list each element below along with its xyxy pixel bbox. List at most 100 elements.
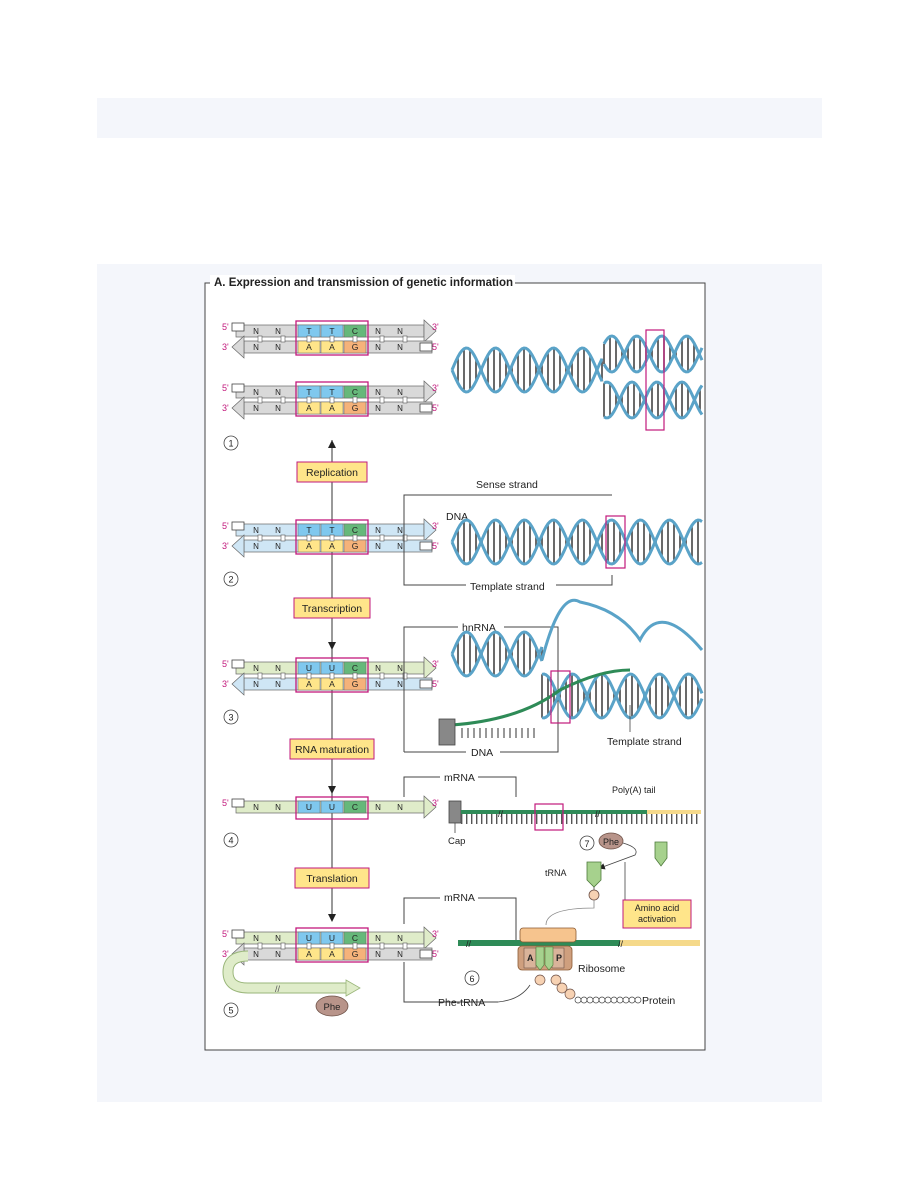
bottom-arrowhead <box>231 335 245 359</box>
base-pair-bar <box>257 942 263 950</box>
end-3-label: 3' <box>432 659 439 669</box>
helix-strand <box>450 630 544 678</box>
base-pair-bar <box>329 942 335 950</box>
base-bottom: A <box>306 403 312 413</box>
mrna-break-2: // <box>595 809 601 819</box>
end-5-label: 5' <box>432 541 439 551</box>
base-pair-bar <box>402 396 408 404</box>
mrna-2-label: mRNA <box>444 892 475 904</box>
step-rna-maturation: RNA maturation <box>289 738 375 760</box>
codon-top-cell <box>297 800 321 814</box>
hnrna-bracket <box>403 626 559 753</box>
base-n: N <box>253 404 259 413</box>
base-pair-bar <box>280 335 286 343</box>
top-arrowhead <box>423 380 437 404</box>
base-pair-bar <box>306 396 312 404</box>
codon-top-cell <box>343 800 367 814</box>
step-label: Transcription <box>302 603 362 615</box>
protein-residue <box>574 996 582 1004</box>
step-replication: Replication <box>296 461 368 483</box>
translation-loop-fill <box>223 951 348 993</box>
bottom-end-cap <box>419 949 433 959</box>
number-7: 7 <box>584 839 589 849</box>
protein-residue <box>628 996 636 1004</box>
base-top: U <box>329 933 335 943</box>
maturation-helix <box>450 598 704 738</box>
helix-strand <box>450 518 703 566</box>
base-pair-bar <box>352 942 358 950</box>
mrna-bases <box>461 814 647 824</box>
hnrna-strand <box>451 668 631 727</box>
base-n: N <box>397 343 403 352</box>
end-3-label: 3' <box>222 679 229 689</box>
base-pair-bar <box>280 396 286 404</box>
base-pair-bar <box>306 672 312 680</box>
base-n: N <box>375 526 381 535</box>
base-top: C <box>352 387 358 397</box>
base-n: N <box>275 327 281 336</box>
top-end-cap <box>231 322 245 332</box>
base-n: N <box>275 803 281 812</box>
bottom-arrowhead <box>231 396 245 420</box>
base-n: N <box>375 327 381 336</box>
template-strand-2-label: Template strand <box>607 736 682 748</box>
helix-strand <box>603 380 704 420</box>
base-n: N <box>253 388 259 397</box>
base-bottom: A <box>329 679 335 689</box>
base-n: N <box>397 950 403 959</box>
end-3-label: 3' <box>222 949 229 959</box>
activation-label-1: Amino acid <box>635 903 680 913</box>
base-top: T <box>306 525 311 535</box>
end-3-label: 3' <box>432 798 439 808</box>
site-p-label: P <box>556 953 562 963</box>
base-pair-bar <box>280 942 286 950</box>
loop-break: // <box>275 984 281 994</box>
top-end-cap <box>231 521 245 531</box>
mrna-label: mRNA <box>444 772 475 784</box>
translation-break-2: // <box>618 939 624 949</box>
amino-acid-ball <box>588 889 600 901</box>
top-end-cap <box>231 659 245 669</box>
base-bottom: A <box>306 342 312 352</box>
protein-label: Protein <box>642 995 675 1007</box>
base-top: T <box>329 326 334 336</box>
number-circle <box>223 571 239 587</box>
base-top: C <box>352 326 358 336</box>
site-a-label: A <box>527 953 534 963</box>
base-n: N <box>275 526 281 535</box>
base-top: U <box>329 802 335 812</box>
protein-chain <box>550 974 642 1004</box>
top-arrowhead <box>423 518 437 542</box>
number-circle <box>223 1002 239 1018</box>
end-5-label: 5' <box>222 929 229 939</box>
base-n: N <box>397 388 403 397</box>
base-n: N <box>253 680 259 689</box>
base-bottom: A <box>306 949 312 959</box>
step-label: RNA maturation <box>295 744 369 756</box>
number-1: 1 <box>228 439 233 449</box>
translation-break: // <box>466 939 472 949</box>
loop-arrowhead <box>345 979 361 997</box>
base-top: U <box>329 663 335 673</box>
replication-helix <box>450 334 704 420</box>
activation-arrow <box>598 842 637 870</box>
mrna-backing <box>440 770 478 783</box>
amino-acid-activation-box <box>622 899 692 929</box>
end-3-label: 3' <box>432 929 439 939</box>
base-pair-bar <box>402 534 408 542</box>
top-end-cap <box>231 383 245 393</box>
base-pair-bar <box>379 335 385 343</box>
helix-strand <box>450 630 544 678</box>
number-2: 2 <box>228 575 233 585</box>
base-n: N <box>253 934 259 943</box>
base-top: T <box>306 387 311 397</box>
poly-a-strand <box>647 810 701 814</box>
header-band <box>97 98 822 138</box>
protein-residue <box>592 996 600 1004</box>
base-n: N <box>275 680 281 689</box>
base-bottom: G <box>352 679 359 689</box>
protein-residue <box>556 982 568 994</box>
number-3: 3 <box>228 713 233 723</box>
